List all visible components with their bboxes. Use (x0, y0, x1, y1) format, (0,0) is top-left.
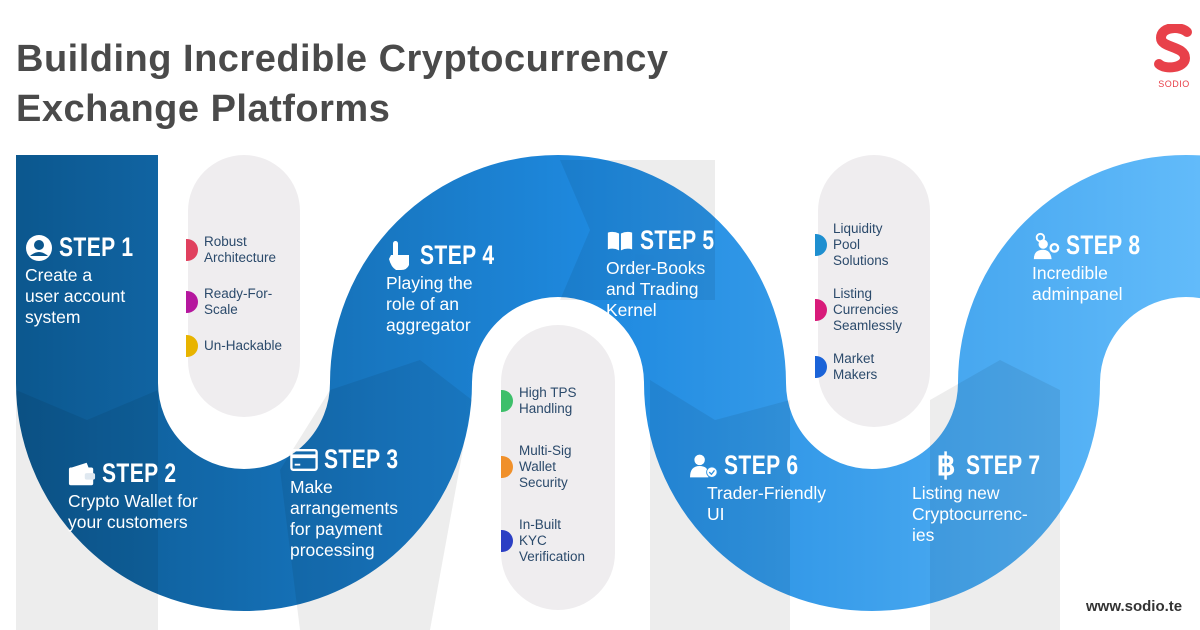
step-description: Listing new Cryptocurrenc- ies (912, 483, 1028, 545)
credit-card-icon (290, 446, 318, 474)
feature-text: Liquidity Pool Solutions (833, 221, 889, 268)
step-8: STEP 8 Incredible adminpanel (1032, 230, 1162, 305)
feature-item: Ready-For- Scale (186, 286, 282, 318)
feature-pill-1 (188, 155, 300, 417)
step-label: STEP 2 (102, 458, 177, 488)
bullet-dot-icon (501, 456, 513, 478)
step-7: ฿ STEP 7 Listing new Cryptocurrenc- ies (912, 449, 1062, 546)
step-description: Trader-Friendly UI (707, 483, 826, 524)
step-label: STEP 3 (324, 444, 399, 474)
step-description: Make arrangements for payment processing (290, 477, 398, 560)
feature-text: Listing Currencies Seamlessly (833, 286, 903, 333)
step-description: Playing the role of an aggregator (386, 273, 473, 335)
step-label: STEP 4 (420, 240, 495, 270)
user-circle-icon (25, 234, 53, 262)
title-line-1: Building Incredible Cryptocurrency (16, 38, 669, 80)
feature-item: Un-Hackable (186, 335, 283, 357)
feature-text: Market Makers (833, 351, 878, 382)
feature-item: Liquidity Pool Solutions (815, 221, 902, 269)
sodio-logo: SODIO (1150, 23, 1198, 89)
feature-text: In-Built KYC Verification (519, 517, 586, 564)
step-5: STEP 5 Order-Books and Trading Kernel (606, 225, 736, 321)
feature-item: High TPS Handling (501, 385, 585, 417)
feature-list-2: High TPS Handling Multi-Sig Wallet Secur… (501, 385, 586, 565)
title-line-2: Exchange Platforms (16, 88, 391, 130)
bullet-dot-icon (815, 356, 827, 378)
logo-s-icon (1154, 23, 1192, 73)
feature-text: Multi-Sig Wallet Security (519, 443, 572, 490)
step-description: Crypto Wallet for your customers (68, 491, 198, 532)
feature-list-1: Robust Architecture Ready-For- Scale Un-… (186, 234, 283, 357)
feature-item: Robust Architecture (186, 234, 282, 266)
feature-pill-2 (501, 325, 615, 610)
step-description: Incredible adminpanel (1032, 263, 1123, 304)
wallet-icon (68, 460, 96, 488)
bullet-dot-icon (186, 239, 198, 261)
step-label: STEP 5 (640, 225, 715, 255)
step-2: STEP 2 Crypto Wallet for your customers (68, 458, 198, 533)
bullet-dot-icon (501, 390, 513, 412)
admin-gears-icon (1032, 232, 1060, 260)
feature-item: Multi-Sig Wallet Security (501, 443, 585, 491)
step-description: Order-Books and Trading Kernel (606, 258, 706, 320)
feature-item: Listing Currencies Seamlessly (815, 286, 903, 334)
feature-text: Ready-For- Scale (204, 286, 273, 317)
pointing-hand-icon (386, 240, 414, 270)
feature-text: High TPS Handling (519, 385, 577, 416)
logo-text: SODIO (1158, 79, 1190, 89)
step-description: Create a user account system (25, 265, 126, 327)
bullet-dot-icon (815, 234, 827, 256)
feature-text: Robust Architecture (204, 234, 277, 265)
verified-user-icon (690, 452, 718, 480)
step-label: STEP 1 (59, 232, 134, 262)
bullet-dot-icon (815, 299, 827, 321)
bullet-dot-icon (186, 335, 198, 357)
step-3: STEP 3 Make arrangements for payment pro… (290, 444, 420, 561)
step-1: STEP 1 Create a user account system (25, 232, 155, 328)
bullet-dot-icon (186, 291, 198, 313)
open-book-icon (606, 227, 634, 255)
step-6: STEP 6 Trader-Friendly UI (690, 450, 826, 525)
step-label: STEP 7 (966, 450, 1041, 480)
page-title: Building Incredible Cryptocurrency Excha… (16, 34, 669, 134)
feature-list-3: Liquidity Pool Solutions Listing Currenc… (815, 221, 903, 383)
feature-text: Un-Hackable (204, 338, 283, 353)
feature-pill-3 (818, 155, 930, 427)
feature-item: Market Makers (815, 351, 902, 383)
step-4: STEP 4 Playing the role of an aggregator (386, 240, 516, 336)
step-label: STEP 6 (724, 450, 799, 480)
bitcoin-icon: ฿ (936, 449, 956, 482)
step-label: STEP 8 (1066, 230, 1141, 260)
bullet-dot-icon (501, 530, 513, 552)
feature-item: In-Built KYC Verification (501, 517, 586, 565)
website-url[interactable]: www.sodio.te (1086, 598, 1183, 615)
